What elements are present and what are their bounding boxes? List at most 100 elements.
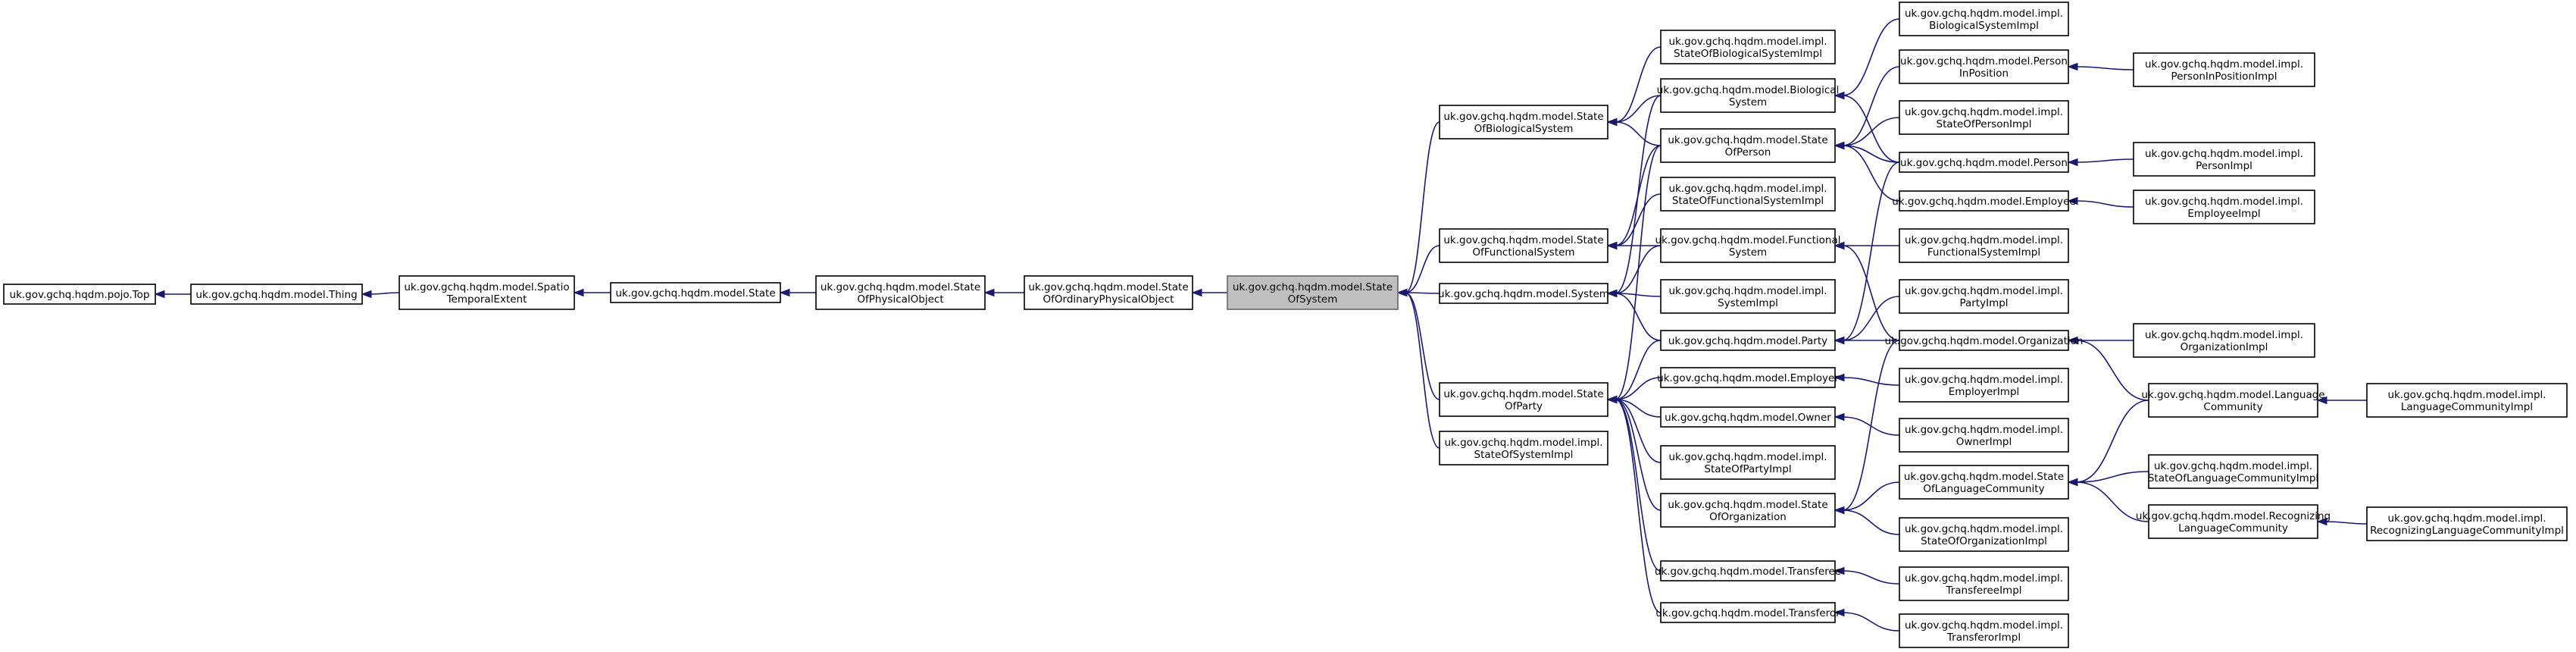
class-node-sosys[interactable]: uk.gov.gchq.hqdm.model.StateOfSystem [1227, 275, 1399, 310]
class-node-sysimpl[interactable]: uk.gov.gchq.hqdm.model.impl.SystemImpl [1660, 279, 1836, 314]
class-node-orgimpl[interactable]: uk.gov.gchq.hqdm.model.impl.Organization… [2133, 323, 2315, 358]
inheritance-edge-solangimpl-to-solang [2067, 471, 2149, 487]
class-box [1899, 2, 2069, 36]
class-node-sobio[interactable]: uk.gov.gchq.hqdm.model.StateOfBiological… [1439, 105, 1608, 139]
class-node-employerimpl[interactable]: uk.gov.gchq.hqdm.model.impl.EmployerImpl [1899, 368, 2069, 403]
inheritance-edge-soparty-to-sosys [1396, 288, 1440, 400]
class-box [1899, 228, 2069, 263]
class-node-func[interactable]: uk.gov.gchq.hqdm.model.FunctionalSystem [1655, 228, 1841, 263]
class-box [1024, 275, 1193, 310]
class-label-line: uk.gov.gchq.hqdm.model.Spatio [404, 281, 569, 293]
class-node-soord[interactable]: uk.gov.gchq.hqdm.model.StateOfOrdinaryPh… [1024, 275, 1193, 310]
class-node-solangimpl[interactable]: uk.gov.gchq.hqdm.model.impl.StateOfLangu… [2148, 454, 2318, 489]
class-node-system[interactable]: uk.gov.gchq.hqdm.model.System [1438, 283, 1609, 304]
class-node-state[interactable]: uk.gov.gchq.hqdm.model.State [610, 282, 781, 303]
class-node-pipimpl[interactable]: uk.gov.gchq.hqdm.model.impl.PersonInPosi… [2133, 52, 2315, 87]
class-node-sopartyimpl[interactable]: uk.gov.gchq.hqdm.model.impl.StateOfParty… [1660, 445, 1836, 480]
edge-line [1405, 245, 1440, 293]
class-node-personimpl[interactable]: uk.gov.gchq.hqdm.model.impl.PersonImpl [2133, 142, 2315, 177]
class-node-person[interactable]: uk.gov.gchq.hqdm.model.Person [1899, 152, 2069, 173]
class-label-line: OfPerson [1725, 146, 1771, 158]
class-node-bio[interactable]: uk.gov.gchq.hqdm.model.BiologicalSystem [1657, 78, 1840, 113]
class-node-thing[interactable]: uk.gov.gchq.hqdm.model.Thing [190, 284, 363, 305]
class-label-line: PersonImpl [2196, 160, 2252, 172]
class-node-party[interactable]: uk.gov.gchq.hqdm.model.Party [1660, 330, 1836, 351]
class-label-line: uk.gov.gchq.hqdm.model.Thing [195, 289, 357, 301]
class-box [2148, 454, 2318, 489]
class-node-transfereeimpl[interactable]: uk.gov.gchq.hqdm.model.impl.TransfereeIm… [1899, 566, 2069, 601]
class-node-employee[interactable]: uk.gov.gchq.hqdm.model.Employee [1892, 190, 2076, 212]
arrowhead-icon [1606, 289, 1618, 298]
class-node-reclangimpl[interactable]: uk.gov.gchq.hqdm.model.impl.RecognizingL… [2366, 506, 2568, 541]
inheritance-edge-personimpl-to-person [2067, 158, 2134, 167]
class-node-soperson[interactable]: uk.gov.gchq.hqdm.model.StateOfPerson [1660, 128, 1836, 163]
class-box [1660, 493, 1836, 528]
class-box [815, 275, 986, 310]
class-node-sofuncimpl[interactable]: uk.gov.gchq.hqdm.model.impl.StateOfFunct… [1660, 177, 1836, 212]
class-label-line: uk.gov.gchq.hqdm.model.Owner [1665, 412, 1831, 424]
class-node-pojo_top[interactable]: uk.gov.gchq.hqdm.pojo.Top [3, 284, 156, 305]
class-node-transferor[interactable]: uk.gov.gchq.hqdm.model.Transferor [1655, 602, 1840, 623]
class-node-org[interactable]: uk.gov.gchq.hqdm.model.Organization [1885, 330, 2084, 351]
class-node-partyimpl[interactable]: uk.gov.gchq.hqdm.model.impl.PartyImpl [1899, 279, 2069, 314]
class-label-line: uk.gov.gchq.hqdm.model.System [1438, 288, 1609, 300]
class-node-pip[interactable]: uk.gov.gchq.hqdm.model.PersonInPosition [1899, 49, 2069, 84]
class-label-line: EmployerImpl [1949, 386, 2020, 398]
class-label-line: uk.gov.gchq.hqdm.model.Employer [1657, 372, 1839, 384]
class-box [1660, 406, 1836, 428]
edge-line [1842, 145, 1900, 202]
class-box [1899, 330, 2069, 351]
inheritance-edge-party-to-soparty [1606, 340, 1662, 404]
class-label-line: StateOfPersonImpl [1937, 118, 2032, 130]
class-node-reclang[interactable]: uk.gov.gchq.hqdm.model.RecognizingLangua… [2136, 504, 2331, 539]
class-node-employeeimpl[interactable]: uk.gov.gchq.hqdm.model.impl.EmployeeImpl [2133, 190, 2315, 224]
class-label-line: TransferorImpl [1946, 632, 2021, 644]
class-node-soorgimpl[interactable]: uk.gov.gchq.hqdm.model.impl.StateOfOrgan… [1899, 517, 2069, 552]
inheritance-edge-ownerimpl-to-owner [1834, 412, 1900, 436]
class-label-line: uk.gov.gchq.hqdm.model.Person [1900, 55, 2068, 67]
class-node-sopersonimpl[interactable]: uk.gov.gchq.hqdm.model.impl.StateOfPerso… [1899, 100, 2069, 135]
inheritance-edge-sobio-to-sosys [1396, 121, 1440, 297]
class-label-line: uk.gov.gchq.hqdm.model.State [1233, 281, 1393, 293]
arrowhead-icon [2067, 478, 2078, 487]
class-node-soorg[interactable]: uk.gov.gchq.hqdm.model.StateOfOrganizati… [1660, 493, 1836, 528]
class-box [2133, 190, 2315, 224]
class-node-sobioimpl[interactable]: uk.gov.gchq.hqdm.model.impl.StateOfBiolo… [1660, 30, 1836, 64]
class-label-line: OfParty [1505, 400, 1543, 412]
class-node-transferee[interactable]: uk.gov.gchq.hqdm.model.Transferee [1655, 560, 1841, 581]
edge-line [369, 292, 400, 295]
arrowhead-icon [2067, 336, 2078, 345]
class-node-ownerimpl[interactable]: uk.gov.gchq.hqdm.model.impl.OwnerImpl [1899, 418, 2069, 453]
class-label-line: Community [2203, 401, 2262, 413]
class-node-employer[interactable]: uk.gov.gchq.hqdm.model.Employer [1657, 367, 1839, 388]
class-node-soparty[interactable]: uk.gov.gchq.hqdm.model.StateOfParty [1439, 382, 1608, 417]
class-box [1660, 445, 1836, 480]
edge-line [2075, 481, 2149, 522]
edge-line [1615, 95, 1662, 294]
class-label-line: uk.gov.gchq.hqdm.model.impl. [2145, 148, 2303, 160]
class-node-funcimpl[interactable]: uk.gov.gchq.hqdm.model.impl.FunctionalSy… [1899, 228, 2069, 263]
class-label-line: StateOfBiologicalSystemImpl [1674, 48, 1822, 60]
class-node-sophys[interactable]: uk.gov.gchq.hqdm.model.StateOfPhysicalOb… [815, 275, 986, 310]
edge-line [1615, 293, 1662, 297]
class-label-line: uk.gov.gchq.hqdm.model.impl. [1444, 437, 1602, 449]
class-label-line: System [1729, 246, 1767, 259]
arrowhead-icon [1606, 118, 1618, 127]
class-node-owner[interactable]: uk.gov.gchq.hqdm.model.Owner [1660, 406, 1836, 428]
class-node-spatio[interactable]: uk.gov.gchq.hqdm.model.SpatioTemporalExt… [399, 275, 575, 310]
inheritance-edge-func-to-system [1606, 245, 1662, 298]
class-node-transferorimpl[interactable]: uk.gov.gchq.hqdm.model.impl.TransferorIm… [1899, 613, 2069, 648]
class-label-line: OfSystem [1288, 293, 1338, 306]
class-label-line: uk.gov.gchq.hqdm.model.impl. [2145, 58, 2303, 71]
class-label-line: PartyImpl [1959, 297, 2008, 309]
class-node-bioimpl[interactable]: uk.gov.gchq.hqdm.model.impl.BiologicalSy… [1899, 2, 2069, 36]
class-node-sofunc[interactable]: uk.gov.gchq.hqdm.model.StateOfFunctional… [1439, 228, 1608, 263]
edge-line [1842, 161, 1900, 341]
class-node-solang[interactable]: uk.gov.gchq.hqdm.model.StateOfLanguageCo… [1899, 465, 2069, 500]
class-label-line: OfOrdinaryPhysicalObject [1043, 293, 1174, 306]
class-node-lang[interactable]: uk.gov.gchq.hqdm.model.LanguageCommunity [2141, 383, 2325, 418]
class-node-sosysimpl[interactable]: uk.gov.gchq.hqdm.model.impl.StateOfSyste… [1439, 431, 1608, 465]
edge-line [1405, 121, 1440, 293]
class-node-langimpl[interactable]: uk.gov.gchq.hqdm.model.impl.LanguageComm… [2366, 383, 2568, 418]
